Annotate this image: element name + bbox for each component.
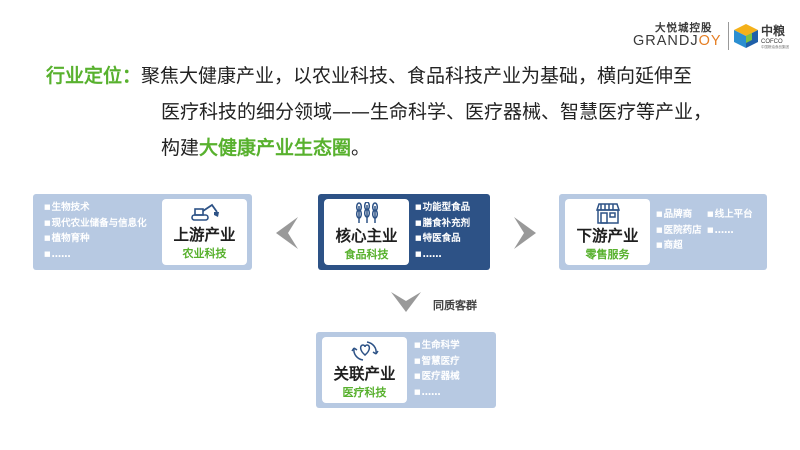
logo-brand-en2: COFCO xyxy=(761,39,783,45)
intro-label: 行业定位： xyxy=(46,65,142,87)
list-item: 医院药店 xyxy=(656,223,702,239)
upstream-subtitle: 农业科技 xyxy=(182,247,227,260)
chevron-left-icon xyxy=(276,217,298,249)
chevron-down-icon xyxy=(391,292,421,312)
logo-cofco-text: 中粮 COFCO 中国粮油食品集团 xyxy=(761,22,789,50)
related-items: 生命科学 智慧医疗 医疗器械 …… xyxy=(414,338,460,400)
cofco-cube-icon xyxy=(734,24,758,48)
storefront-icon xyxy=(595,203,620,224)
core-card: 核心主业 食品科技 xyxy=(324,199,409,265)
list-item: 生命科学 xyxy=(414,338,460,354)
logo-brand-sub: 中国粮油食品集团 xyxy=(761,45,789,49)
downstream-items-left: 品牌商 医院药店 商超 xyxy=(656,207,702,254)
list-item: 品牌商 xyxy=(656,207,702,223)
list-item: …… xyxy=(414,385,460,401)
upstream-items: 生物技术 现代农业储备与信息化 植物育种 …… xyxy=(44,200,147,262)
logo-brand-en-part: OY xyxy=(698,33,722,49)
list-item: 医疗器械 xyxy=(414,369,460,385)
core-box: 核心主业 食品科技 功能型食品 膳食补充剂 特医食品 …… xyxy=(318,194,490,270)
intro-line-1: 行业定位：聚焦大健康产业，以农业科技、食品科技产业为基础，横向延伸至 xyxy=(46,58,712,94)
related-title: 关联产业 xyxy=(333,365,396,383)
list-item: 现代农业储备与信息化 xyxy=(44,216,147,232)
downstream-title: 下游产业 xyxy=(576,227,639,245)
list-item: 膳食补充剂 xyxy=(415,216,471,232)
logo-brand-cn: 中粮 xyxy=(761,24,786,38)
chevron-right-icon xyxy=(514,217,536,249)
upstream-card: 上游产业 农业科技 xyxy=(162,199,247,265)
intro-line-2: 医疗科技的细分领域——生命科学、医疗器械、智慧医疗等产业， xyxy=(161,101,713,123)
intro-line-3: 构建大健康产业生态圈。 xyxy=(46,130,712,166)
downstream-subtitle: 零售服务 xyxy=(585,248,630,261)
intro-line-1-text: 聚焦大健康产业，以农业科技、食品科技产业为基础，横向延伸至 xyxy=(141,65,693,87)
logo-brand-en: GRANDJOY xyxy=(633,33,722,49)
intro-line-3-suffix: 。 xyxy=(351,137,371,159)
intro-text: 行业定位：聚焦大健康产业，以农业科技、食品科技产业为基础，横向延伸至 医疗科技的… xyxy=(46,58,712,166)
list-item: …… xyxy=(707,223,753,239)
related-card: 关联产业 医疗科技 xyxy=(322,337,407,403)
upstream-box: 生物技术 现代农业储备与信息化 植物育种 …… 上游产业 农业科技 xyxy=(33,194,252,270)
logo-brand-en-part: GRAND xyxy=(633,33,691,49)
list-item: 功能型食品 xyxy=(415,200,471,216)
list-item: …… xyxy=(415,247,470,263)
intro-highlight: 大健康产业生态圈 xyxy=(199,137,352,159)
list-item: …… xyxy=(44,247,147,263)
list-item: 智慧医疗 xyxy=(414,354,460,370)
downstream-box: 下游产业 零售服务 品牌商 医院药店 商超 线上平台 …… xyxy=(559,194,767,270)
core-items: 功能型食品 膳食补充剂 特医食品 …… xyxy=(415,200,471,263)
logo-brand-en-part: J xyxy=(690,33,699,49)
upstream-title: 上游产业 xyxy=(173,226,236,244)
core-subtitle: 食品科技 xyxy=(344,248,389,261)
related-subtitle: 医疗科技 xyxy=(342,386,387,399)
core-title: 核心主业 xyxy=(335,227,398,245)
list-item: 商超 xyxy=(656,238,702,254)
list-item: 线上平台 xyxy=(707,207,753,223)
company-logo: 大悦城控股 GRANDJOY 中粮 COFCO 中国粮油食品集团 xyxy=(633,20,791,52)
logo-group-name: 大悦城控股 xyxy=(655,22,713,34)
arrow-label: 同质客群 xyxy=(433,299,477,312)
logo-divider xyxy=(728,22,729,50)
list-item: 生物技术 xyxy=(44,200,147,216)
list-item: 特医食品 xyxy=(415,231,470,247)
downstream-items-right: 线上平台 …… xyxy=(707,207,753,238)
related-box: 关联产业 医疗科技 生命科学 智慧医疗 医疗器械 …… xyxy=(316,332,496,408)
downstream-card: 下游产业 零售服务 xyxy=(565,199,650,265)
list-item: 植物育种 xyxy=(44,231,147,247)
wheat-icon xyxy=(355,202,378,223)
excavator-icon xyxy=(190,203,219,221)
heart-hands-icon xyxy=(350,341,379,361)
intro-line-3-prefix: 构建 xyxy=(161,137,200,159)
